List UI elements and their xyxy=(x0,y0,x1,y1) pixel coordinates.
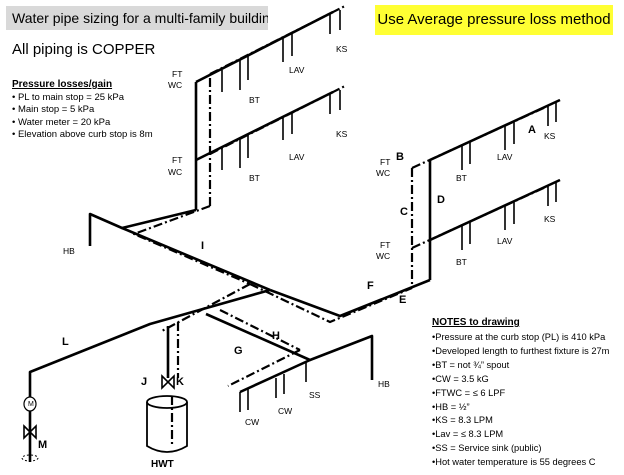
fixture-stub xyxy=(504,122,515,150)
hot-run-i xyxy=(132,204,251,286)
label-hb-right: HB xyxy=(378,379,390,389)
label-hb-left: HB xyxy=(63,246,75,256)
note-item: •FTWC = ≤ 6 LPF xyxy=(432,387,506,398)
label-meter: M xyxy=(28,401,34,408)
notes-list: •Pressure at the curb stop (PL) is 410 k… xyxy=(432,331,609,470)
label-lav: LAV xyxy=(497,152,513,162)
label-ks: KS xyxy=(336,44,348,54)
pressure-loss-item: • Elevation above curb stop is 8m xyxy=(12,129,153,141)
section-e: E xyxy=(399,294,407,306)
fixture-stub xyxy=(547,182,557,206)
label-ft: FT xyxy=(380,157,391,167)
label-wc: WC xyxy=(376,168,391,178)
label-lav: LAV xyxy=(289,152,305,162)
label-wc: WC xyxy=(168,167,183,177)
section-l: L xyxy=(62,336,69,348)
top-floor-hot-branch xyxy=(209,5,346,75)
pressure-losses-list: • PL to main stop = 25 kPa • Main stop =… xyxy=(12,92,153,142)
note-item: •KS = 8.3 LPM xyxy=(432,415,493,426)
note-item: •Hot water temperature is 55 degrees C xyxy=(432,457,596,468)
fixture-stub xyxy=(275,374,285,398)
right-upper-hot-branch xyxy=(411,104,549,170)
label-ks: KS xyxy=(544,131,556,141)
label-ks: KS xyxy=(544,214,556,224)
cw-ss-hot-branch xyxy=(227,349,301,387)
section-i: I xyxy=(201,240,205,252)
note-item: •HB = ½” xyxy=(432,401,470,412)
cw-ss-branch xyxy=(239,358,311,394)
mid-floor-cold-branch xyxy=(195,90,334,162)
label-bt: BT xyxy=(456,257,467,267)
cold-run-f xyxy=(269,278,431,318)
label-ss: SS xyxy=(309,390,321,400)
section-m: M xyxy=(38,439,48,451)
left-riser-group xyxy=(194,5,346,210)
note-item: •Pressure at the curb stop (PL) is 410 k… xyxy=(432,332,606,342)
hb-left-stub xyxy=(88,212,123,246)
pressure-loss-item: • Main stop = 5 kPa xyxy=(12,104,95,116)
section-b: B xyxy=(396,151,404,163)
fixture-stub xyxy=(461,142,471,170)
cold-run-i xyxy=(120,208,271,292)
cold-run-l xyxy=(28,288,271,398)
hot-run-g2 xyxy=(219,309,301,351)
section-g: G xyxy=(234,345,243,357)
label-ft: FT xyxy=(380,240,391,250)
right-lower-hot-branch xyxy=(411,184,549,250)
note-item: •BT = not ¾” spout xyxy=(432,359,510,370)
diagram-title: Water pipe sizing for a multi-family bui… xyxy=(6,6,268,30)
label-wc: WC xyxy=(376,251,391,261)
label-bt: BT xyxy=(249,95,260,105)
label-ft: FT xyxy=(172,69,183,79)
valve-k xyxy=(161,374,175,390)
fixture-stub xyxy=(504,202,515,230)
cold-run-h xyxy=(205,312,374,370)
label-ks: KS xyxy=(336,129,348,139)
hot-run-e xyxy=(249,283,413,324)
note-item: •CW = 3.5 kG xyxy=(432,373,489,384)
section-h: H xyxy=(272,330,280,342)
fixture-stub xyxy=(239,56,249,90)
label-cw: CW xyxy=(278,406,293,416)
label-bt: BT xyxy=(456,173,467,183)
fixture-stub xyxy=(461,222,471,250)
main-runs-group xyxy=(28,204,431,462)
section-a: A xyxy=(528,124,536,136)
label-cw: CW xyxy=(245,417,260,427)
note-item: •Lav = ≤ 8.3 LPM xyxy=(432,429,504,440)
section-d: D xyxy=(437,194,445,206)
note-item: •Developed length to furthest fixture is… xyxy=(432,345,610,356)
hot-water-tank xyxy=(146,395,188,453)
fixture-stub xyxy=(282,112,293,140)
water-meter xyxy=(21,396,39,462)
fixture-stub xyxy=(329,10,341,34)
label-lav: LAV xyxy=(289,65,305,75)
label-bt: BT xyxy=(249,173,260,183)
section-k: K xyxy=(176,376,184,388)
mid-floor-hot-branch xyxy=(209,85,346,155)
pressure-loss-item: • PL to main stop = 25 kPa xyxy=(12,92,125,103)
pressure-loss-item: • Water meter = 20 kPa xyxy=(12,116,111,128)
label-wc: WC xyxy=(168,80,183,90)
pressure-losses-title: Pressure losses/gain xyxy=(12,79,113,90)
fixture-stub xyxy=(282,34,293,62)
fixture-stub xyxy=(329,90,341,114)
section-c: C xyxy=(400,206,408,218)
notes-title: NOTES to drawing xyxy=(432,317,520,328)
right-riser-group xyxy=(410,98,561,288)
note-item: •SS = Service sink (public) xyxy=(432,443,542,454)
top-floor-cold-branch xyxy=(195,10,334,84)
label-lav: LAV xyxy=(497,236,513,246)
fixture-stub xyxy=(239,134,249,168)
material-note: All piping is COPPER xyxy=(12,41,156,58)
section-j: J xyxy=(141,376,148,388)
hot-run-g xyxy=(159,283,251,333)
method-banner: Use Average pressure loss method xyxy=(375,5,613,35)
section-f: F xyxy=(367,280,374,292)
fixture-stub xyxy=(239,388,249,412)
label-hwt: HWT xyxy=(151,459,174,470)
fixture-stub xyxy=(547,102,557,126)
label-ft: FT xyxy=(172,155,183,165)
